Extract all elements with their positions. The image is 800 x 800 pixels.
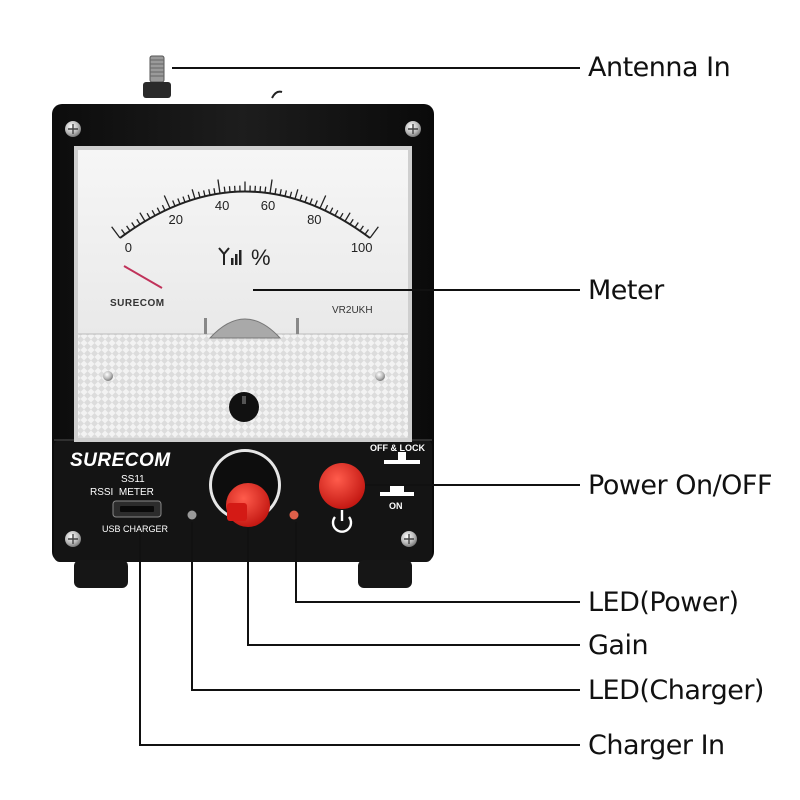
usb-charger-label: USB CHARGER [102, 524, 169, 534]
scale-tick [139, 212, 146, 222]
scale-label: 0 [124, 240, 132, 256]
meter-needle [123, 265, 163, 289]
scale-tick [324, 204, 329, 211]
scale-tick [339, 212, 344, 219]
scale-tick [364, 229, 370, 235]
scale-tick [182, 196, 186, 203]
scale-tick [156, 207, 161, 214]
scale-tick [208, 189, 211, 196]
meter-brand: SURECOM [110, 298, 165, 309]
rubber-feet [74, 560, 412, 588]
scale-label: 20 [168, 212, 183, 228]
scale-tick [191, 189, 196, 200]
scale-tick [304, 196, 308, 203]
charger-led [187, 510, 197, 520]
scale-tick [359, 225, 364, 232]
scale-tick [299, 194, 303, 201]
scale-label: 100 [350, 240, 373, 256]
scale-tick [202, 190, 206, 197]
panel-brand-logo: SURECOM [70, 450, 171, 471]
label-charger-in: Charger In [588, 730, 725, 761]
switch-position-icons [380, 452, 420, 496]
scale-tick [309, 198, 313, 205]
scale-tick [146, 212, 151, 219]
scale-tick [217, 179, 221, 194]
scale-tick [284, 190, 288, 197]
scale-tick [264, 186, 267, 193]
power-button[interactable] [319, 463, 365, 509]
meter-unit: % [251, 245, 271, 270]
scale-tick [319, 195, 327, 209]
scale-tick [349, 218, 354, 225]
scale-tick [131, 222, 136, 228]
scale-tick [314, 200, 318, 207]
scale-label: 80 [307, 212, 322, 228]
scale-tick [289, 191, 293, 198]
scale-tick [136, 218, 141, 225]
switch-on-label: ON [389, 501, 403, 511]
label-power-on-off: Power On/OFF [588, 470, 773, 501]
power-icon [331, 510, 353, 533]
scale-tick [120, 229, 126, 235]
scale-tick [269, 179, 273, 194]
power-led [289, 510, 299, 520]
meter-model-code: VR2UKH [332, 305, 373, 316]
scale-tick [111, 226, 121, 239]
scale-tick [213, 188, 216, 195]
meter-movement [204, 318, 299, 422]
scale-tick [369, 226, 379, 239]
scale-tick [259, 186, 262, 193]
label-led-charger: LED(Charger) [588, 675, 764, 706]
scale-tick [223, 186, 226, 193]
usb-port[interactable] [112, 500, 162, 518]
scale-tick [163, 195, 171, 209]
scale-tick [334, 210, 339, 216]
label-antenna-in: Antenna In [588, 52, 731, 83]
scale-label: 60 [260, 198, 276, 214]
panel-model: SS11 [121, 474, 145, 485]
scale-tick [279, 189, 282, 196]
gain-knob[interactable] [209, 449, 281, 527]
scale-tick [228, 186, 231, 193]
scale-label: 40 [214, 198, 230, 214]
scale-tick [177, 198, 181, 205]
label-led-power: LED(Power) [588, 587, 739, 618]
switch-off-lock-label: OFF & LOCK [370, 443, 425, 453]
leader-lines [139, 67, 580, 746]
scale-tick [344, 212, 351, 222]
meter-scale [111, 179, 379, 239]
antenna-connector[interactable] [143, 55, 171, 98]
scale-tick [197, 191, 201, 198]
label-gain: Gain [588, 630, 649, 661]
scale-tick [172, 200, 176, 207]
scale-tick [187, 194, 191, 201]
scale-tick [126, 225, 131, 232]
scale-tick [354, 222, 359, 228]
scale-tick [294, 189, 299, 200]
corner-screws [65, 121, 421, 547]
scale-tick [274, 188, 277, 195]
panel-subtitle: RSSI METER [90, 487, 154, 498]
scale-tick [161, 204, 166, 211]
scale-tick [151, 210, 156, 216]
signal-strength-icon [218, 247, 242, 265]
label-meter: Meter [588, 275, 664, 306]
scale-tick [329, 207, 334, 214]
